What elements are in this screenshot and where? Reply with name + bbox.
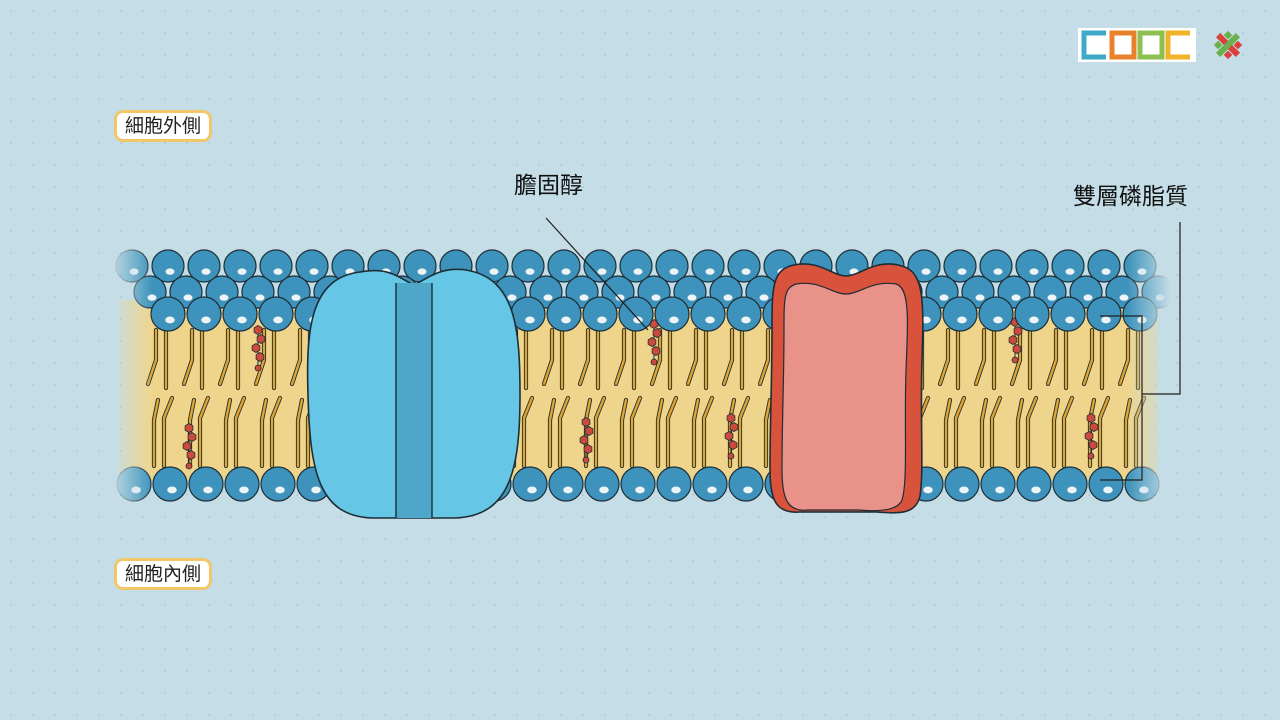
brand-logo (1078, 28, 1243, 62)
logo-letter-0 (1081, 30, 1106, 60)
lipid-tail-pair (1117, 327, 1147, 469)
lipid-tail-pair (541, 327, 571, 469)
phospholipid-head (151, 249, 185, 283)
phospholipid-head (260, 466, 296, 502)
phospholipid-head (978, 296, 1014, 332)
phospholipid-head (186, 296, 222, 332)
phospholipid-head (726, 296, 762, 332)
phospholipid-head (1051, 249, 1085, 283)
phospholipid-head (907, 249, 941, 283)
phospholipid-head (115, 249, 149, 283)
cholesterol-molecule (724, 413, 739, 460)
phospholipid-head (1087, 249, 1121, 283)
phospholipid-head (511, 249, 545, 283)
phospholipid-heads-inner-row (116, 466, 1160, 502)
lipid-tail-pair (973, 327, 1003, 469)
lipid-tail-pair (613, 327, 643, 469)
bilayer-pointer-line (1142, 222, 1181, 395)
lipid-tail-pair (217, 327, 247, 469)
label-cholesterol: 膽固醇 (514, 173, 583, 199)
phospholipid-head (1122, 296, 1158, 332)
phospholipid-head (116, 466, 152, 502)
cholesterol-molecule (251, 325, 266, 372)
phospholipid-head (1052, 466, 1088, 502)
cholesterol-molecule (1084, 413, 1099, 460)
phospholipid-head (980, 466, 1016, 502)
channel-protein (306, 268, 521, 519)
phospholipid-head (1016, 466, 1052, 502)
logo-letter-3 (1165, 30, 1190, 60)
lipid-tail-pair (181, 327, 211, 469)
phospholipid-head (944, 466, 980, 502)
logo-letter-1 (1109, 30, 1137, 60)
label-phospholipid-bilayer: 雙層磷脂質 (1073, 184, 1188, 210)
phospholipid-head (259, 249, 293, 283)
phospholipid-head (656, 466, 692, 502)
phospholipid-head (1014, 296, 1050, 332)
phospholipid-head (150, 296, 186, 332)
phospholipid-head (548, 466, 584, 502)
phospholipid-head (512, 466, 548, 502)
phospholipid-head (1015, 249, 1049, 283)
phospholipid-head (1050, 296, 1086, 332)
phospholipid-head (295, 249, 329, 283)
phospholipid-head (727, 249, 761, 283)
phospholipid-head (979, 249, 1013, 283)
integral-protein-inner (781, 282, 908, 512)
phospholipid-head (690, 296, 726, 332)
logo-emblem-icon (1213, 30, 1243, 60)
lipid-tail-pair (1009, 327, 1039, 469)
lipid-tail-pair (649, 327, 679, 469)
phospholipid-head (1123, 249, 1157, 283)
phospholipid-bilayer (115, 249, 1175, 502)
lipid-tail-pair (685, 327, 715, 469)
phospholipid-head (582, 296, 618, 332)
lipid-tail-pair (1045, 327, 1075, 469)
phospholipid-head (547, 249, 581, 283)
label-cell-interior: 細胞內側 (114, 558, 213, 590)
phospholipid-head (655, 249, 689, 283)
integral-protein (769, 263, 924, 514)
callout-lines (545, 217, 1181, 481)
cholesterol-molecules (182, 317, 1099, 470)
cholesterol-molecule (647, 319, 662, 366)
phospholipid-head (1088, 466, 1124, 502)
phospholipid-head (584, 466, 620, 502)
phospholipid-heads-back-row (115, 249, 1157, 283)
cholesterol-molecule (182, 423, 197, 470)
phospholipid-head (654, 296, 690, 332)
lipid-tail-pair (145, 327, 175, 469)
logo-letter-2 (1137, 30, 1165, 60)
phospholipid-head (728, 466, 764, 502)
phospholipid-head (258, 296, 294, 332)
phospholipid-head (620, 466, 656, 502)
phospholipid-head (510, 296, 546, 332)
phospholipid-head (152, 466, 188, 502)
phospholipid-head (188, 466, 224, 502)
lipid-tail-pair (721, 327, 751, 469)
phospholipid-head (222, 296, 258, 332)
phospholipid-head (1124, 466, 1160, 502)
phospholipid-head (583, 249, 617, 283)
phospholipid-head (224, 466, 260, 502)
phospholipid-head (223, 249, 257, 283)
cholesterol-pointer-line (545, 217, 649, 331)
cholesterol-molecule (579, 417, 594, 464)
phospholipid-head (692, 466, 728, 502)
phospholipid-head (546, 296, 582, 332)
bilayer-bracket (1100, 315, 1143, 481)
label-cell-exterior: 細胞外側 (114, 110, 213, 142)
channel-protein-pore (396, 283, 432, 518)
logo-wordmark (1078, 28, 1196, 62)
phospholipid-head (619, 249, 653, 283)
phospholipid-head (942, 296, 978, 332)
phospholipid-head (187, 249, 221, 283)
phospholipid-head (943, 249, 977, 283)
phospholipid-head (618, 296, 654, 332)
phospholipid-head (691, 249, 725, 283)
phospholipid-head (1086, 296, 1122, 332)
lipid-tail-pair (937, 327, 967, 469)
